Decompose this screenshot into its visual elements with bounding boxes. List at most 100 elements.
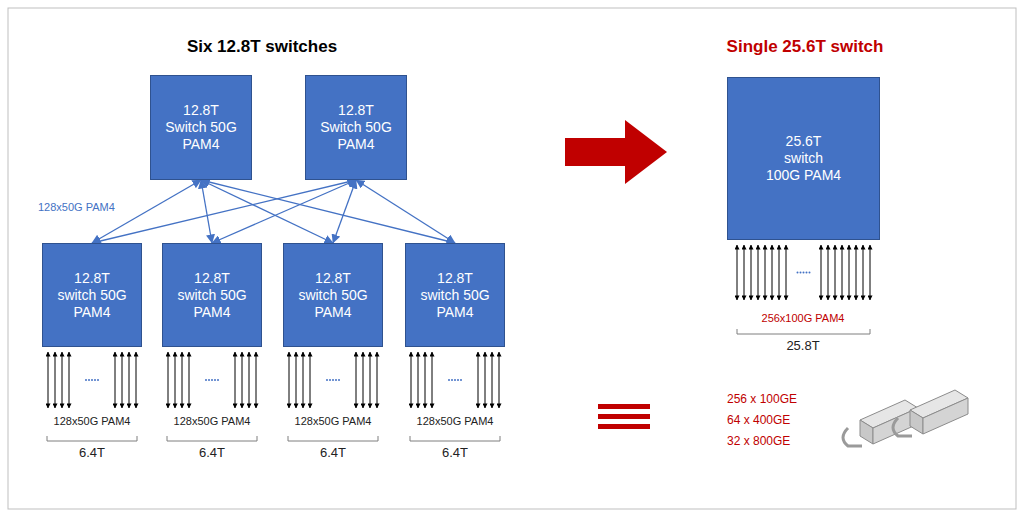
port-arrow xyxy=(235,352,236,408)
port-arrow xyxy=(356,352,357,408)
port-arrow xyxy=(835,245,836,300)
port-arrow xyxy=(129,352,130,408)
port-arrow xyxy=(856,245,857,300)
port-label: 128x50G PAM4 xyxy=(174,415,251,428)
port-arrow xyxy=(499,352,500,408)
ellipsis-dot xyxy=(332,379,334,381)
port-arrow xyxy=(849,245,850,300)
ellipsis-dot xyxy=(97,379,99,381)
port-arrow xyxy=(363,352,364,408)
capacity-label: 6.4T xyxy=(442,446,468,461)
port-label: 128x50G PAM4 xyxy=(54,415,131,428)
port-arrow xyxy=(744,245,745,300)
port-arrow xyxy=(870,245,871,300)
section-title: Six 12.8T switches xyxy=(187,37,337,57)
equivalence-sign xyxy=(598,404,650,429)
port-option: 64 x 400GE xyxy=(727,414,790,428)
port-arrow xyxy=(765,245,766,300)
port-arrow xyxy=(432,352,433,408)
transceiver-modules xyxy=(843,390,968,446)
switch-label: 12.8T switch 50G PAM4 xyxy=(417,270,493,321)
ellipsis-dot xyxy=(88,379,90,381)
port-arrow xyxy=(492,352,493,408)
port-arrow xyxy=(62,352,63,408)
port-arrow xyxy=(242,352,243,408)
port-arrow xyxy=(296,352,297,408)
ellipsis-dot xyxy=(800,272,802,274)
ellipsis-dot xyxy=(454,379,456,381)
ellipsis-dot xyxy=(335,379,337,381)
port-option: 256 x 100GE xyxy=(727,393,797,407)
port-arrow xyxy=(136,352,137,408)
port-arrow xyxy=(779,245,780,300)
switch-box: 12.8T Switch 50G PAM4 xyxy=(305,75,407,180)
ellipsis-dot xyxy=(448,379,450,381)
port-arrow xyxy=(425,352,426,408)
port-arrow xyxy=(48,352,49,408)
ellipsis-dot xyxy=(457,379,459,381)
ellipsis-dot xyxy=(326,379,328,381)
section-title: Single 25.6T switch xyxy=(727,37,884,57)
port-arrow xyxy=(478,352,479,408)
port-arrow xyxy=(115,352,116,408)
switch-label: 25.6T switch 100G PAM4 xyxy=(766,133,842,184)
ellipsis-dot xyxy=(803,272,805,274)
link-line xyxy=(356,180,455,243)
red-arrow xyxy=(565,120,667,184)
switch-label: 12.8T switch 50G PAM4 xyxy=(54,270,130,321)
link-line xyxy=(201,180,455,243)
link-line xyxy=(201,180,333,243)
port-option: 32 x 800GE xyxy=(727,435,790,449)
port-arrow xyxy=(411,352,412,408)
port-arrow xyxy=(168,352,169,408)
ellipsis-dot xyxy=(797,272,799,274)
switch-box: 12.8T Switch 50G PAM4 xyxy=(150,75,252,180)
port-arrow xyxy=(737,245,738,300)
capacity-label: 6.4T xyxy=(199,446,225,461)
switch-box: 12.8T switch 50G PAM4 xyxy=(42,243,142,347)
large-switch-box: 25.6T switch 100G PAM4 xyxy=(727,77,880,240)
port-arrow xyxy=(289,352,290,408)
capacity-label: 6.4T xyxy=(320,446,346,461)
ellipsis-dot xyxy=(460,379,462,381)
port-arrow xyxy=(249,352,250,408)
port-label: 128x50G PAM4 xyxy=(295,415,372,428)
capacity-label: 6.4T xyxy=(79,446,105,461)
ellipsis-dot xyxy=(214,379,216,381)
port-arrow xyxy=(418,352,419,408)
port-arrow xyxy=(751,245,752,300)
port-arrow xyxy=(310,352,311,408)
port-arrow xyxy=(821,245,822,300)
switch-box: 12.8T switch 50G PAM4 xyxy=(283,243,383,347)
port-arrow xyxy=(828,245,829,300)
port-arrow xyxy=(189,352,190,408)
port-arrow xyxy=(175,352,176,408)
port-arrow xyxy=(370,352,371,408)
port-arrow xyxy=(786,245,787,300)
switch-label: 12.8T Switch 50G PAM4 xyxy=(163,102,239,153)
port-arrow xyxy=(377,352,378,408)
link-label: 128x50G PAM4 xyxy=(38,201,115,214)
ellipsis-dot xyxy=(208,379,210,381)
port-arrow xyxy=(303,352,304,408)
port-arrow xyxy=(122,352,123,408)
ellipsis-dot xyxy=(451,379,453,381)
port-arrow xyxy=(55,352,56,408)
ellipsis-dot xyxy=(205,379,207,381)
switch-label: 12.8T Switch 50G PAM4 xyxy=(318,102,394,153)
link-line xyxy=(212,180,356,243)
ellipsis-dot xyxy=(85,379,87,381)
port-arrow xyxy=(69,352,70,408)
port-label: 256x100G PAM4 xyxy=(762,312,845,325)
switch-label: 12.8T switch 50G PAM4 xyxy=(174,270,250,321)
link-line xyxy=(92,180,356,243)
switch-box: 12.8T switch 50G PAM4 xyxy=(405,243,505,347)
ellipsis-dot xyxy=(91,379,93,381)
ellipsis-dot xyxy=(329,379,331,381)
ellipsis-dot xyxy=(211,379,213,381)
port-arrow xyxy=(772,245,773,300)
ellipsis-dot xyxy=(809,272,811,274)
switch-label: 12.8T switch 50G PAM4 xyxy=(295,270,371,321)
switch-box: 12.8T switch 50G PAM4 xyxy=(162,243,262,347)
